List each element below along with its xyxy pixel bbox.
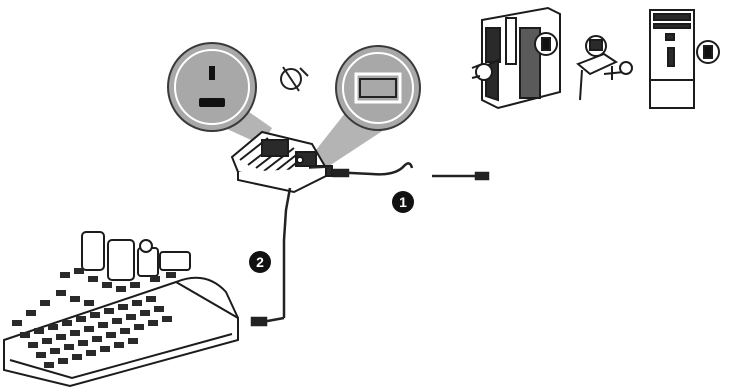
zoom-callout-power-button: [167, 42, 257, 132]
step-badge-1: 1: [392, 191, 414, 213]
keypad: [12, 268, 176, 368]
network-cable-2: [250, 187, 292, 327]
zoom-callout-display-panel: [335, 45, 421, 131]
display-panel-icon: [354, 72, 402, 104]
step-badge-2: 2: [249, 251, 271, 273]
pc-tower-icon: [649, 9, 720, 109]
network-cable-1: [329, 162, 490, 181]
step-number-2: 2: [256, 254, 264, 270]
wall-outlet-icon: [471, 6, 561, 110]
router-icon: [230, 130, 333, 194]
antenna-icon: [280, 66, 309, 92]
step-number-1: 1: [399, 194, 407, 210]
cash-register-icon: [3, 231, 239, 388]
power-button-icon: [199, 66, 225, 107]
modem-icon: [576, 35, 633, 101]
